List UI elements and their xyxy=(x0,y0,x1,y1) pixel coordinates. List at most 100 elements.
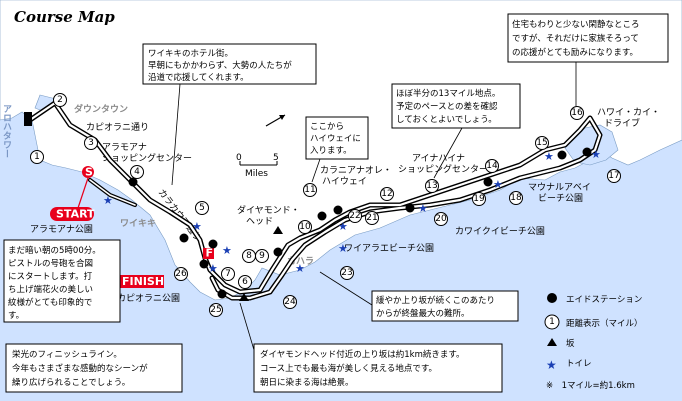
start-point-letter: S xyxy=(85,166,93,179)
mile-marker-number: 23 xyxy=(341,268,352,278)
mile-marker xyxy=(174,267,188,281)
mile-marker xyxy=(30,150,44,164)
svg-text:ピストルの号砲を合図: ピストルの号砲を合図 xyxy=(8,258,93,269)
svg-text:ち上げ端花火の美しい: ち上げ端花火の美しい xyxy=(8,284,93,295)
svg-text:ワイキキのホテル街。: ワイキキのホテル街。 xyxy=(148,48,233,59)
mile-marker-numbers: 1 2 3 4 5 6 7 8 9 10 11 12 13 14 15 16 1… xyxy=(34,95,620,315)
mile-marker xyxy=(570,106,584,120)
mile-marker-number: 20 xyxy=(435,214,447,224)
svg-text:紋様がとても印象的で: 紋様がとても印象的で xyxy=(8,297,92,308)
toilet-icon: ★ xyxy=(222,244,232,257)
finish-point-icon xyxy=(203,248,214,259)
place-ala-moana-center-2: ショッピングセンター xyxy=(102,152,192,164)
mile-marker-number: 25 xyxy=(210,305,221,315)
note-highway: ここから ハイウェイに 入ります。 xyxy=(305,116,369,183)
svg-text:今年もさまざまな感動的なシーンが: 今年もさまざまな感動的なシーンが xyxy=(12,363,148,374)
toilet-icon: ★ xyxy=(338,220,348,233)
mile-marker-number: 17 xyxy=(608,171,619,181)
aid-station-icon xyxy=(179,233,189,243)
mile-marker xyxy=(303,183,317,197)
mile-marker xyxy=(509,191,523,205)
legend-note: ※ 1マイル=約1.6km xyxy=(546,380,635,391)
mile-marker xyxy=(365,211,379,225)
svg-text:ハイウェイに: ハイウェイに xyxy=(310,134,361,144)
note-diamond: ダイヤモンドヘッド付近の上り坂は約1km続きます。 コース上でも最も海が美しく見… xyxy=(239,302,503,393)
svg-text:緩やか上り坂が続くこのあたり: 緩やか上り坂が続くこのあたり xyxy=(376,295,495,306)
mile-marker-number: 1 xyxy=(34,152,40,162)
mile-marker-number: 9 xyxy=(259,251,265,261)
mile-marker xyxy=(283,295,297,309)
mile-marker xyxy=(380,187,394,201)
toilet-icon: ★ xyxy=(591,148,601,161)
svg-text:ほぼ半分の13マイル地点。: ほぼ半分の13マイル地点。 xyxy=(396,88,500,99)
aid-station-icon xyxy=(273,247,283,257)
toilet-icon: ★ xyxy=(544,150,554,163)
mile-marker xyxy=(425,179,439,193)
route xyxy=(27,100,603,301)
svg-text:まだ暗い朝の5時00分。: まだ暗い朝の5時00分。 xyxy=(8,245,101,256)
place-kapiolani-st: カピオラニ通り xyxy=(86,122,149,133)
svg-text:コース上でも最も海が美しく見える地点です。: コース上でも最も海が美しく見える地点です。 xyxy=(260,363,437,374)
place-kapiolani-park: カピオラニ公園 xyxy=(117,293,180,304)
place-kalanianaole-2: ハイウェイ xyxy=(322,176,367,187)
finish-label: FINISH xyxy=(122,275,164,288)
note-finish: 栄光のフィニッシュライン。 今年もさまざまな感動的なシーンが 繰り広げられること… xyxy=(5,343,183,393)
mile-marker xyxy=(348,209,362,223)
svg-text:予定のペースとの差を確認: 予定のペースとの差を確認 xyxy=(396,101,498,112)
mile-marker-number: 24 xyxy=(284,297,296,307)
svg-text:入ります。: 入ります。 xyxy=(310,146,352,156)
place-downtown: ダウンタウン xyxy=(74,103,128,115)
aid-station-icon xyxy=(317,211,327,221)
svg-text:ダイヤモンドヘッド付近の上り坂は約1km続きます。: ダイヤモンドヘッド付近の上り坂は約1km続きます。 xyxy=(260,349,465,360)
svg-text:早朝にもかかわらず、大勢の人たちが: 早朝にもかかわらず、大勢の人たちが xyxy=(148,60,292,71)
aid-station-icon xyxy=(483,177,493,187)
slope-icon xyxy=(273,226,283,234)
mile-marker xyxy=(84,136,98,150)
map-title: Course Map xyxy=(14,8,115,26)
svg-text:ですが、それだけに家族そろって: ですが、それだけに家族そろって xyxy=(512,33,639,44)
legend-toilet-label: トイレ xyxy=(566,359,592,369)
mile-marker xyxy=(340,266,354,280)
mile-marker-number: 6 xyxy=(242,277,248,287)
mile-marker-number: 7 xyxy=(225,269,231,279)
place-kahala: カハラ xyxy=(287,256,314,267)
note-residential: 住宅もわりと少ない閑静なところ ですが、それだけに家族そろって の応援がとても励… xyxy=(507,13,669,106)
mile-marker-number: 3 xyxy=(88,138,94,148)
aid-station-icon xyxy=(208,239,218,249)
legend-distance-label: 距離表示（マイル） xyxy=(566,318,643,329)
place-ala-moana-center-1: アラモアナ xyxy=(102,142,147,153)
scale-five: 5 xyxy=(273,153,279,163)
legend-aid-icon xyxy=(547,293,557,303)
toilet-icon: ★ xyxy=(295,262,305,275)
mile-marker-number: 12 xyxy=(381,189,392,199)
place-maunalua-1: マウナルアベイ xyxy=(528,182,591,193)
aid-station-icon xyxy=(557,150,567,160)
place-diamond-head-1: ダイヤモンド・ xyxy=(237,204,300,216)
place-hawaii-kai-1: ハワイ・カイ・ xyxy=(597,107,660,118)
toilet-icon: ★ xyxy=(418,202,428,215)
note-hotel: ワイキキのホテル街。 早朝にもかかわらず、大勢の人たちが 沿道で応援してくれます… xyxy=(142,43,317,186)
legend-distance-symbol: 1 xyxy=(549,317,555,327)
mile-marker xyxy=(535,136,549,150)
mile-marker xyxy=(255,249,269,263)
mile-marker-number: 15 xyxy=(536,138,547,148)
aid-station-icon xyxy=(128,177,138,187)
mile-markers xyxy=(30,93,621,317)
mile-marker-number: 13 xyxy=(426,181,437,191)
place-wailae-park: ワイアラエビーチ公園 xyxy=(344,243,434,254)
mile-marker xyxy=(298,220,312,234)
mile-marker xyxy=(607,169,621,183)
aid-station-icon xyxy=(405,203,415,213)
place-ala-moana-park: アラモアナ公園 xyxy=(30,224,93,235)
finish-badge xyxy=(120,275,164,288)
north-arrow-icon xyxy=(265,114,286,127)
mile-marker-number: 11 xyxy=(304,185,315,195)
mile-marker-number: 10 xyxy=(299,222,311,232)
legend: エイドステーション 1 距離表示（マイル） 坂 ★ トイレ ※ 1マイル=約1.… xyxy=(544,293,643,391)
aid-station-icon xyxy=(217,289,227,299)
mile-marker xyxy=(434,212,448,226)
mile-marker xyxy=(238,275,252,289)
note-slope: 緩やか上り坂が続くこのあたり からが終盤最大の難所。 xyxy=(319,271,519,322)
mile-marker-number: 14 xyxy=(486,161,498,171)
svg-text:アロハタワー: アロハタワー xyxy=(1,104,12,158)
